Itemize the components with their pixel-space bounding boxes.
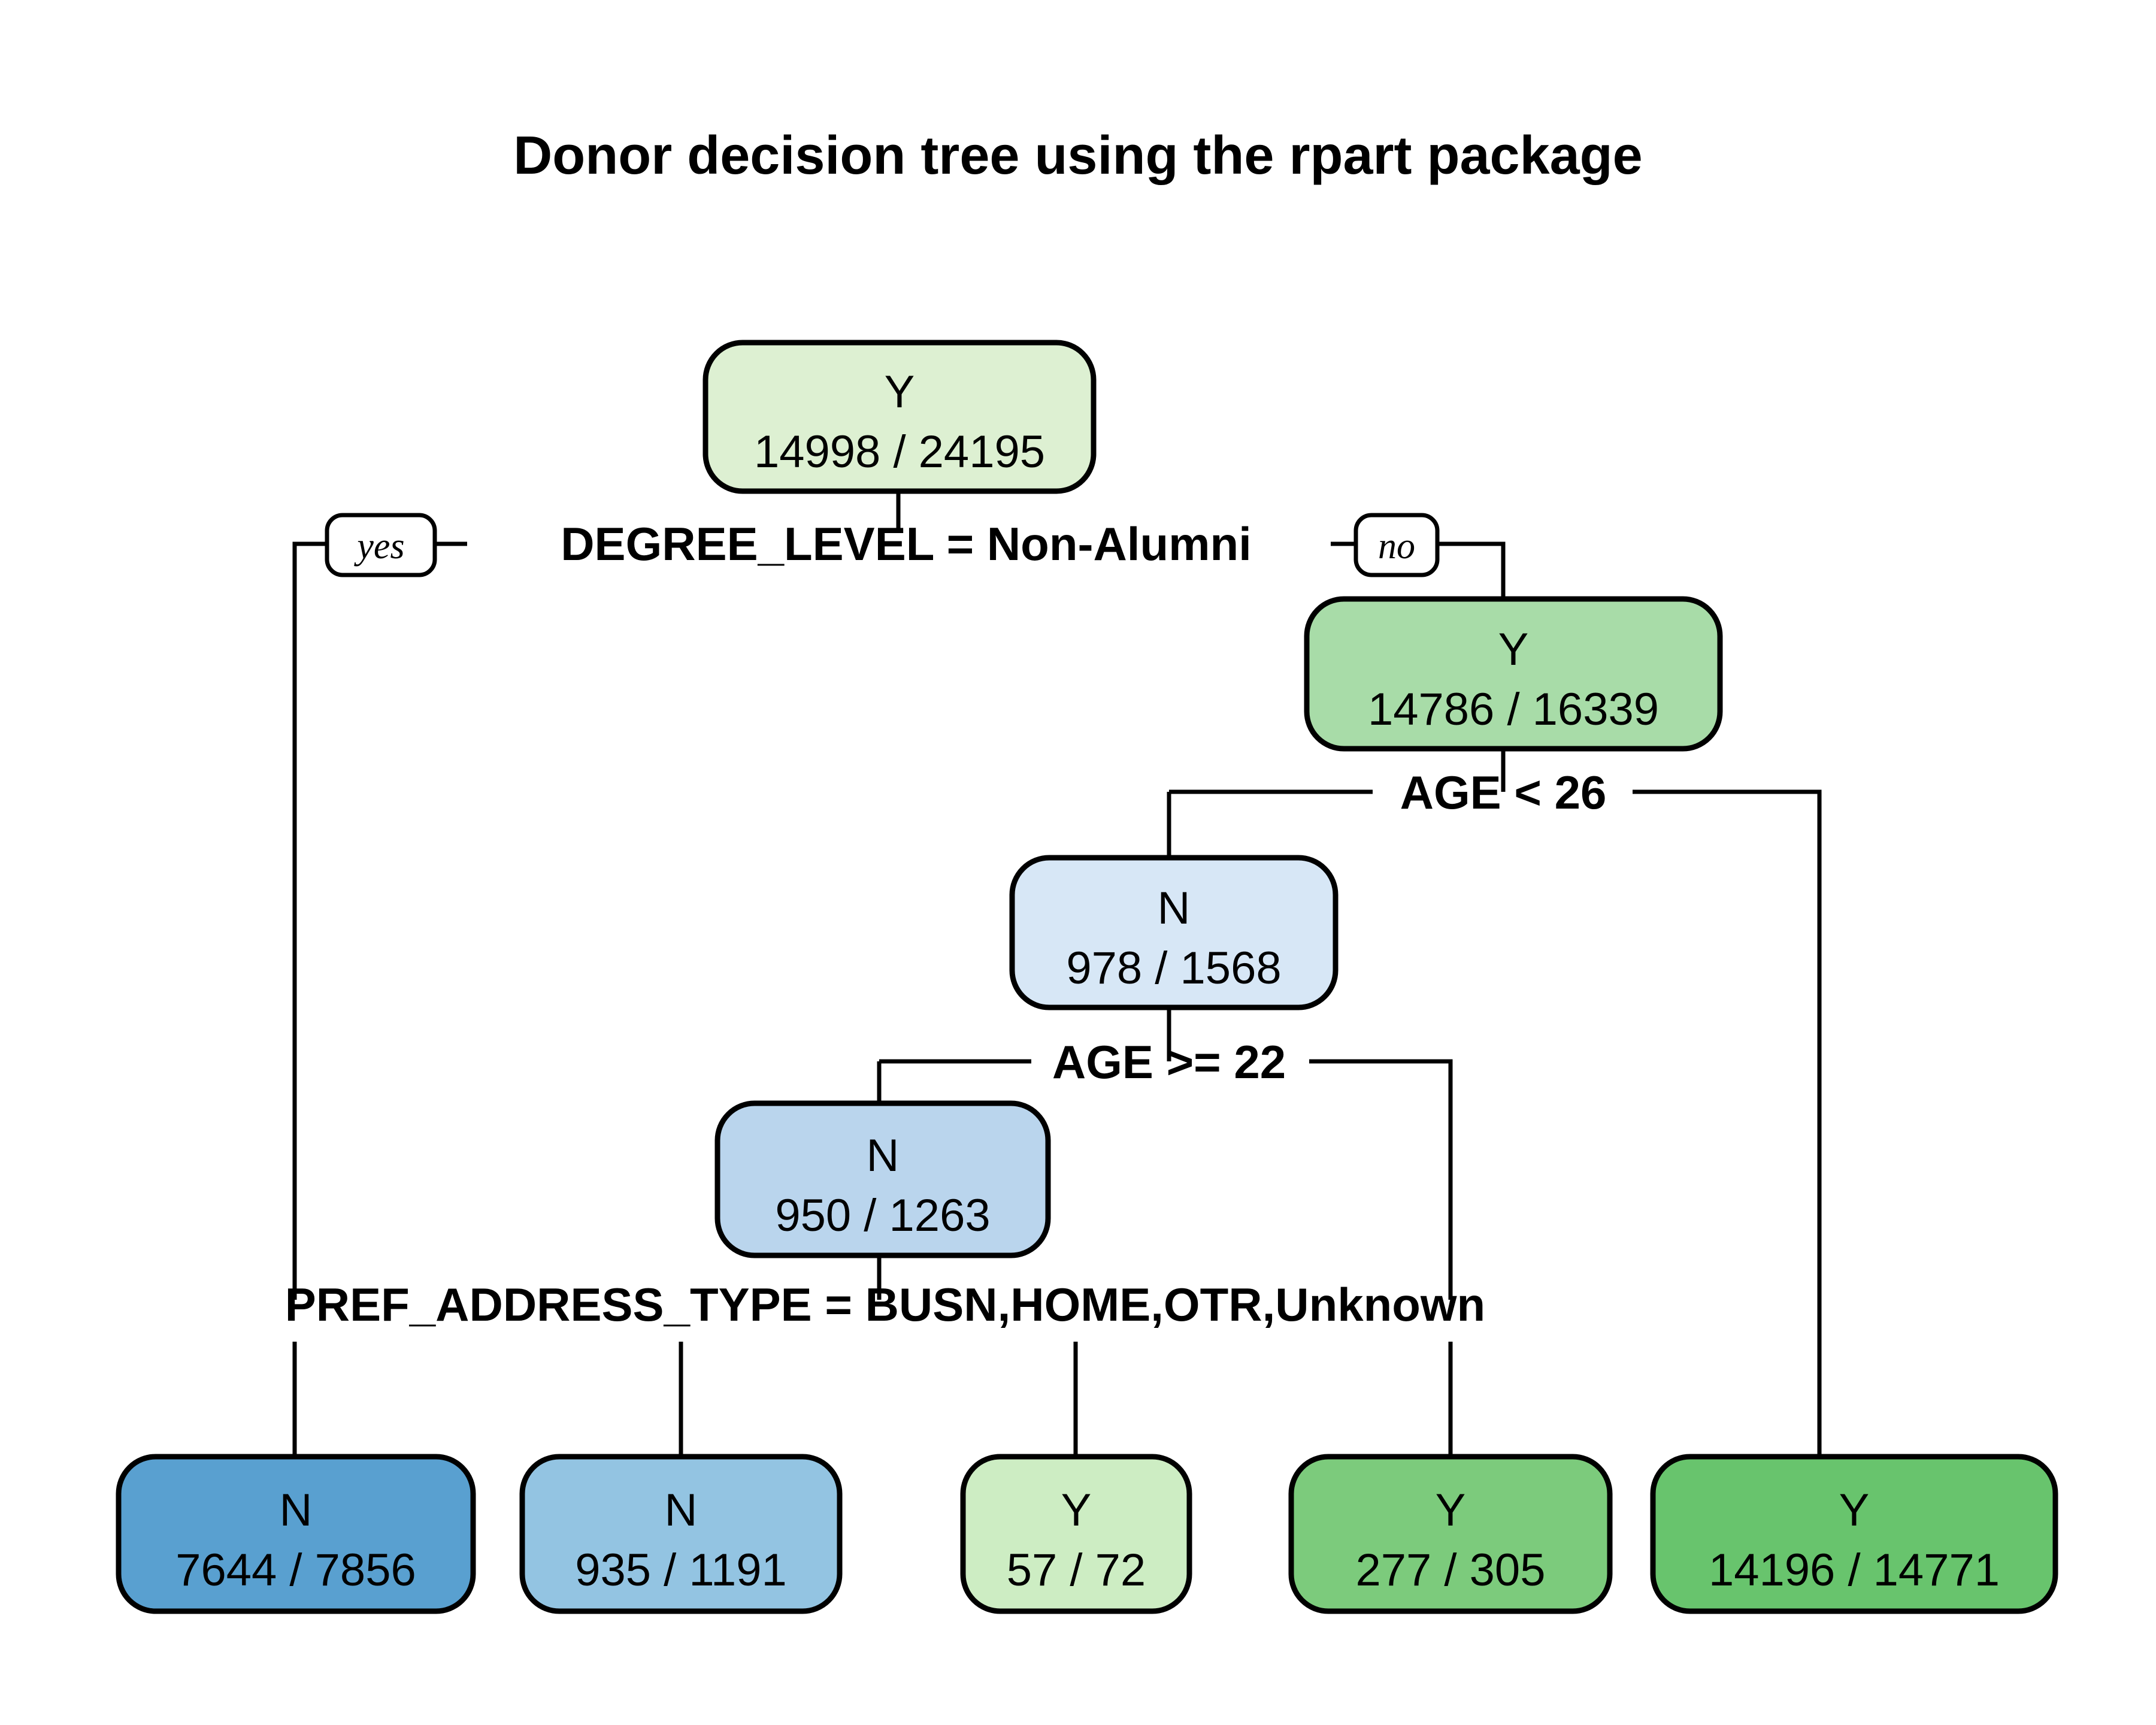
node-age-lt26[interactable]: N 978 / 1568 xyxy=(1009,855,1339,1010)
node-age-ge22-box[interactable] xyxy=(714,1100,1051,1258)
leaf-node-1-box[interactable] xyxy=(116,1454,476,1614)
leaf-node-3-class: Y xyxy=(1061,1485,1092,1536)
leaf-node-4-class: Y xyxy=(1436,1485,1466,1536)
node-root-class: Y xyxy=(885,367,915,417)
yes-label: yes xyxy=(353,526,404,567)
leaf-node-1-counts: 7644 / 7856 xyxy=(175,1545,416,1596)
split-pref-address: PREF_ADDRESS_TYPE = BUSN,HOME,OTR,Unknow… xyxy=(285,1278,1485,1331)
leaf-node-4-counts: 277 / 305 xyxy=(1356,1545,1546,1596)
leaf-node-4-box[interactable] xyxy=(1288,1454,1613,1614)
leaf-node-5-class: Y xyxy=(1839,1485,1870,1536)
node-age-lt26-counts: 978 / 1568 xyxy=(1066,943,1281,994)
node-age-ge22[interactable]: N 950 / 1263 xyxy=(714,1100,1051,1258)
leaf-node-3-box[interactable] xyxy=(960,1454,1192,1614)
split-age-22: AGE >= 22 xyxy=(1052,1036,1286,1088)
branch-yes-to-leaf1-upper xyxy=(292,541,327,1300)
node-age-ge22-counts: 950 / 1263 xyxy=(775,1190,990,1241)
branch-age26-no xyxy=(1633,789,1822,1457)
node-root-box[interactable] xyxy=(702,340,1097,494)
branch-age22-no-upper xyxy=(1309,1059,1453,1300)
leaf-node-3-counts: 57 / 72 xyxy=(1007,1545,1146,1596)
node-root-counts: 14998 / 24195 xyxy=(754,426,1045,477)
leaf-node-4[interactable]: Y 277 / 305 xyxy=(1288,1454,1613,1614)
split-age-26: AGE < 26 xyxy=(1400,766,1607,819)
split-age-22-label: AGE >= 22 xyxy=(1052,1036,1286,1088)
node-age-lt26-box[interactable] xyxy=(1009,855,1339,1010)
branch-no-to-node2 xyxy=(1437,541,1506,599)
leaf-node-5[interactable]: Y 14196 / 14771 xyxy=(1650,1454,2058,1614)
node-root[interactable]: Y 14998 / 24195 xyxy=(702,340,1097,494)
leaf-node-2[interactable]: N 935 / 1191 xyxy=(519,1454,843,1614)
no-label: no xyxy=(1378,526,1415,567)
node-degree-no-counts: 14786 / 16339 xyxy=(1368,684,1659,735)
branch-connectors xyxy=(292,490,1822,1457)
node-age-lt26-class: N xyxy=(1158,883,1191,934)
node-age-ge22-class: N xyxy=(867,1130,900,1181)
split-degree-level-label: DEGREE_LEVEL = Non-Alumni xyxy=(561,518,1252,570)
leaf-node-2-counts: 935 / 1191 xyxy=(575,1545,787,1596)
node-degree-no-class: Y xyxy=(1498,624,1529,675)
leaf-node-3[interactable]: Y 57 / 72 xyxy=(960,1454,1192,1614)
split-age-26-label: AGE < 26 xyxy=(1400,766,1607,819)
leaf-node-5-counts: 14196 / 14771 xyxy=(1709,1545,2000,1596)
leaf-node-1-class: N xyxy=(280,1485,313,1536)
leaf-node-5-box[interactable] xyxy=(1650,1454,2058,1614)
branch-label-yes[interactable]: yes xyxy=(325,513,437,577)
leaf-node-2-box[interactable] xyxy=(519,1454,843,1614)
split-degree-level: DEGREE_LEVEL = Non-Alumni yes no xyxy=(325,513,1440,577)
split-pref-address-label: PREF_ADDRESS_TYPE = BUSN,HOME,OTR,Unknow… xyxy=(285,1278,1485,1331)
page-title: Donor decision tree using the rpart pack… xyxy=(513,126,1642,186)
node-degree-no-box[interactable] xyxy=(1304,596,1723,752)
leaf-node-2-class: N xyxy=(665,1485,698,1536)
branch-label-no[interactable]: no xyxy=(1353,513,1440,577)
leaf-node-1[interactable]: N 7644 / 7856 xyxy=(116,1454,476,1614)
node-degree-no[interactable]: Y 14786 / 16339 xyxy=(1304,596,1723,752)
